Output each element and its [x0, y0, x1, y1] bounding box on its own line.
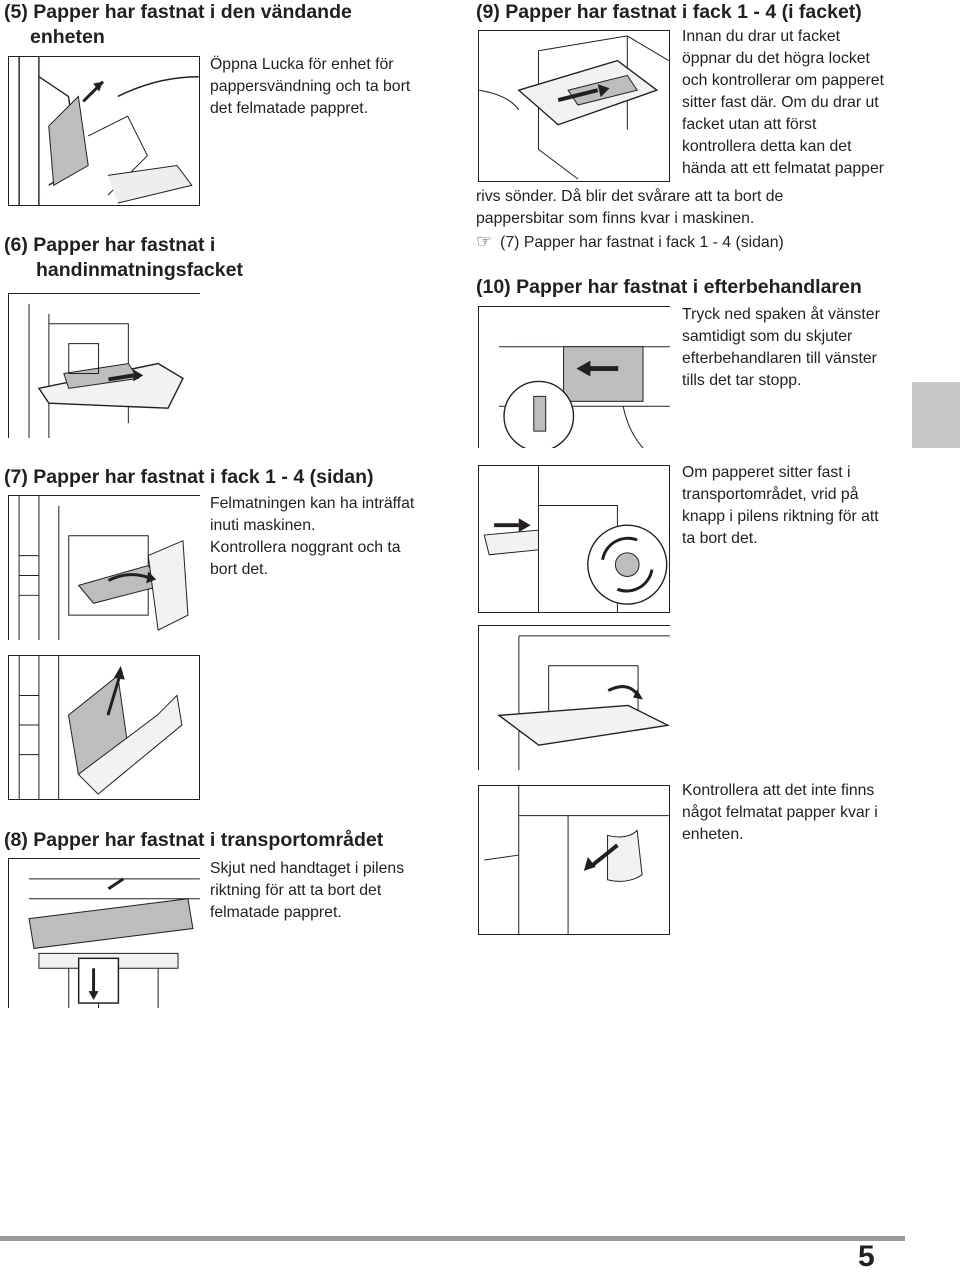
- transport-knob-body-line: knapp i pilens riktning för att: [682, 508, 879, 525]
- section-10-body-line: samtidigt som du skjuter: [682, 328, 853, 345]
- section-5-body: Öppna Lucka för enhet för pappersvändnin…: [210, 54, 410, 120]
- section-6-heading-line2: handinmatningsfacket: [36, 259, 243, 281]
- section-9-body-line: Innan du drar ut facket: [682, 28, 841, 45]
- page-number: 5: [858, 1240, 875, 1273]
- section-5-body-line: det felmatade pappret.: [210, 100, 369, 117]
- section-10-illustration: [478, 306, 670, 448]
- section-6-illustration: [8, 293, 200, 438]
- check-unit-body-line: något felmatat papper kvar i: [682, 804, 878, 821]
- section-7-body-line: bort det.: [210, 561, 268, 578]
- section-7-illustration: [8, 495, 200, 640]
- section-9-body-line: facket utan att först: [682, 116, 817, 133]
- section-7-body-line: Felmatningen kan ha inträffat: [210, 495, 415, 512]
- section-8-body-line: riktning för att ta bort det: [210, 882, 382, 899]
- section-7-heading: (7) Papper har fastnat i fack 1 - 4 (sid…: [4, 466, 374, 488]
- check-unit-body: Kontrollera att det inte finns något fel…: [682, 780, 878, 846]
- section-7-body: Felmatningen kan ha inträffat inuti mask…: [210, 493, 414, 581]
- section-9-body-full: rivs sönder. Då blir det svårare att ta …: [476, 186, 784, 254]
- section-7-body-line: inuti maskinen.: [210, 517, 316, 534]
- section-10-body: Tryck ned spaken åt vänster samtidigt so…: [682, 304, 880, 392]
- section-6-heading-line1: (6) Papper har fastnat i: [4, 234, 216, 256]
- section-9-body-line: rivs sönder. Då blir det svårare att ta …: [476, 188, 784, 205]
- section-10-heading: (10) Papper har fastnat i efterbehandlar…: [476, 276, 862, 298]
- section-9-body-line: öppnar du det högra locket: [682, 50, 870, 67]
- transport-knob-body: Om papperet sitter fast i transportområd…: [682, 462, 879, 550]
- transport-open-illustration: [478, 625, 670, 770]
- section-7-illustration-2: [8, 655, 200, 800]
- footer-rule: [0, 1236, 905, 1241]
- section-5-heading-line1: (5) Papper har fastnat i den vändande: [4, 1, 352, 23]
- section-9-heading: (9) Papper har fastnat i fack 1 - 4 (i f…: [476, 1, 862, 23]
- section-9-reference-link[interactable]: ☞ (7) Papper har fastnat i fack 1 - 4 (si…: [476, 230, 784, 254]
- section-9-body-line: pappersbitar som finns kvar i maskinen.: [476, 210, 755, 227]
- section-8-heading: (8) Papper har fastnat i transportområde…: [4, 829, 384, 851]
- check-unit-illustration: [478, 785, 670, 935]
- section-10-body-line: Tryck ned spaken åt vänster: [682, 306, 880, 323]
- check-unit-body-line: enheten.: [682, 826, 744, 843]
- check-unit-body-line: Kontrollera att det inte finns: [682, 782, 875, 799]
- section-8-body-line: felmatade pappret.: [210, 904, 342, 921]
- section-8-illustration: [8, 858, 200, 1008]
- section-5-heading-line2: enheten: [30, 26, 105, 48]
- transport-knob-body-line: transportområdet, vrid på: [682, 486, 859, 503]
- section-9-body-line: kontrollera detta kan det: [682, 138, 852, 155]
- section-5-body-line: pappersvändning och ta bort: [210, 78, 411, 95]
- section-8-body: Skjut ned handtaget i pilens riktning fö…: [210, 858, 404, 924]
- section-9-body-line: sitter fast där. Om du drar ut: [682, 94, 879, 111]
- transport-knob-body-line: ta bort det.: [682, 530, 758, 547]
- section-9-body-line: och kontrollerar om papperet: [682, 72, 884, 89]
- section-5-illustration: [8, 56, 200, 206]
- transport-knob-body-line: Om papperet sitter fast i: [682, 464, 851, 481]
- chapter-tab: [912, 382, 960, 448]
- section-8-body-line: Skjut ned handtaget i pilens: [210, 860, 405, 877]
- section-7-body-line: Kontrollera noggrant och ta: [210, 539, 401, 556]
- section-9-body-wrapped: Innan du drar ut facket öppnar du det hö…: [682, 26, 884, 180]
- section-5-body-line: Öppna Lucka för enhet för: [210, 56, 394, 73]
- section-5-heading: (5) Papper har fastnat i den vändande en…: [4, 0, 352, 50]
- pointing-hand-icon: ☞: [476, 231, 493, 251]
- section-9-body-line: hända att ett felmatat papper: [682, 160, 884, 177]
- section-9-reference-text[interactable]: (7) Papper har fastnat i fack 1 - 4 (sid…: [500, 234, 784, 251]
- section-9-illustration: [478, 30, 670, 182]
- section-6-heading: (6) Papper har fastnat i handinmatningsf…: [4, 233, 243, 283]
- section-10-body-line: tills det tar stopp.: [682, 372, 802, 389]
- transport-knob-illustration: [478, 465, 670, 613]
- section-10-body-line: efterbehandlaren till vänster: [682, 350, 877, 367]
